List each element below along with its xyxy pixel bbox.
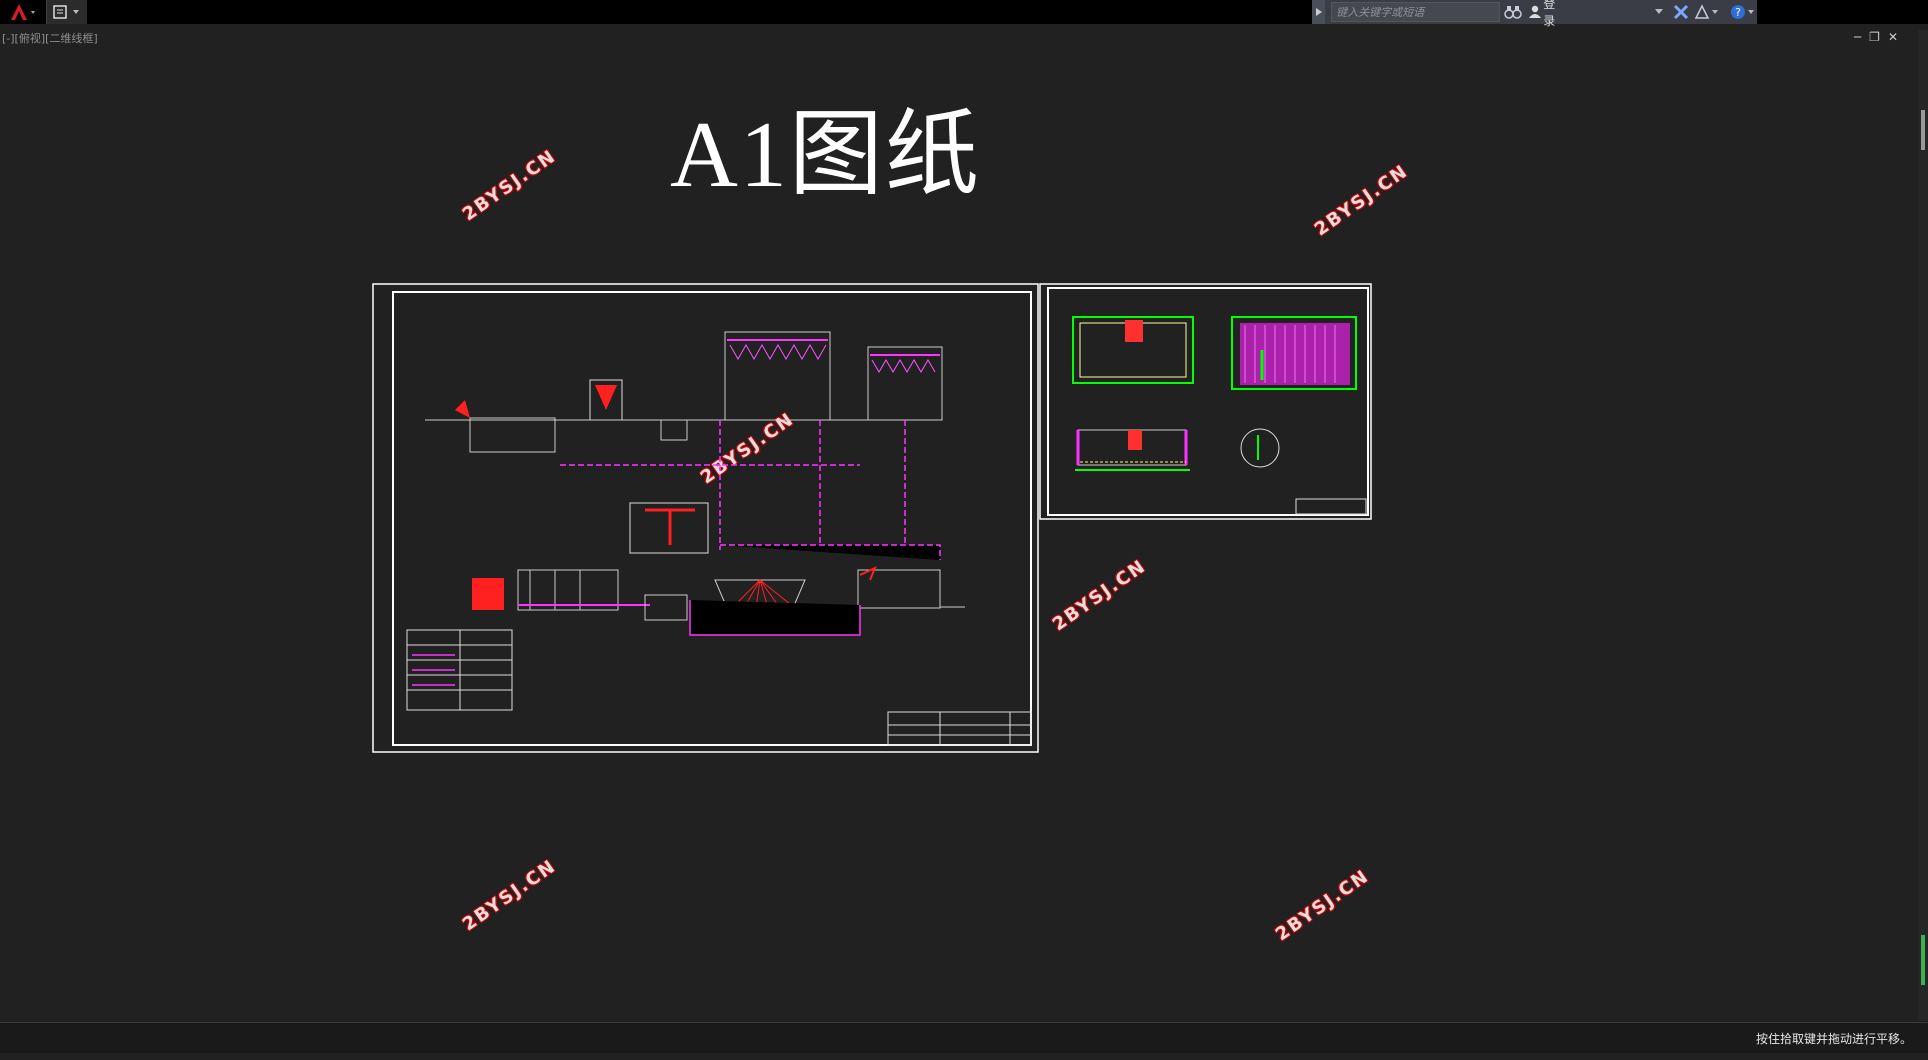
autocad-logo-icon: [11, 4, 35, 20]
title-bar: 登录 ?: [0, 0, 1928, 28]
svg-text:?: ?: [1735, 6, 1741, 19]
user-icon-wrap: [1526, 0, 1543, 24]
sheet-process-flow: [372, 283, 1039, 753]
search-input[interactable]: [1331, 2, 1501, 22]
info-center-toolbar: 登录 ?: [1312, 0, 1757, 28]
drawing-title: A1图纸: [670, 103, 981, 207]
exchange-button[interactable]: [1668, 0, 1692, 24]
help-button[interactable]: ?: [1729, 0, 1757, 24]
login-button[interactable]: 登录: [1543, 0, 1556, 28]
help-icon: ?: [1730, 5, 1754, 19]
restore-icon[interactable]: ❐: [1869, 30, 1880, 44]
vertical-scrollbar[interactable]: [1918, 30, 1928, 1020]
sheet-structure-detail: [1039, 283, 1372, 520]
workspace-menu-button[interactable]: [46, 0, 87, 24]
user-icon: [1528, 5, 1541, 18]
viewport-controls-label[interactable]: [-][俯视][二维线框]: [2, 32, 98, 45]
scroll-indicator: [1921, 935, 1925, 985]
status-bar: [0, 1022, 1928, 1053]
status-message: 按住拾取键并拖动进行平移。: [1755, 1032, 1912, 1046]
autodesk-a360-icon: [1694, 4, 1718, 19]
close-icon[interactable]: ✕: [1887, 30, 1898, 44]
watermark: 2BYSJ.CN: [458, 855, 561, 936]
exchange-icon: [1673, 4, 1688, 20]
viewport-window-controls: ─ ❐ ✕: [1854, 30, 1898, 44]
play-arrow-icon: [1315, 8, 1322, 16]
search-expand-button[interactable]: [1312, 0, 1326, 24]
chevron-down-icon: [1655, 9, 1664, 14]
watermark: 2BYSJ.CN: [696, 408, 799, 489]
watermark: 2BYSJ.CN: [1271, 865, 1374, 946]
watermark: 2BYSJ.CN: [458, 145, 561, 226]
workspace-icon: [53, 5, 79, 19]
watermark: 2BYSJ.CN: [1310, 160, 1413, 241]
login-dropdown[interactable]: [1650, 0, 1669, 24]
watermark: 2BYSJ.CN: [1048, 555, 1151, 636]
application-menu-button[interactable]: [0, 0, 44, 24]
minimize-icon[interactable]: ─: [1853, 30, 1862, 44]
binoculars-icon: [1504, 6, 1523, 19]
search-button[interactable]: [1500, 0, 1526, 24]
scroll-thumb[interactable]: [1921, 110, 1925, 150]
a360-button[interactable]: [1693, 0, 1721, 24]
